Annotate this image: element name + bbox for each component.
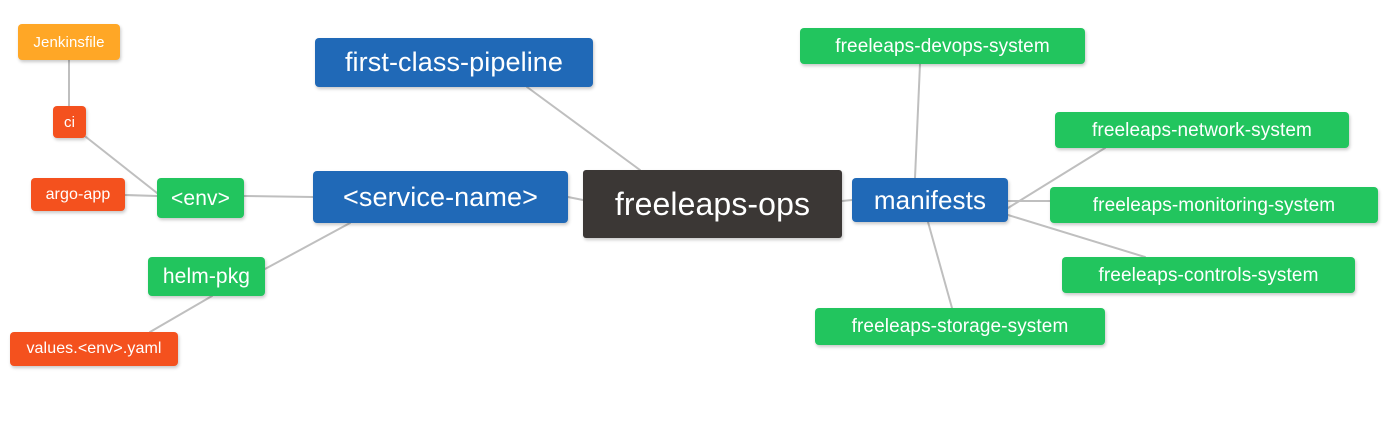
edge-pipeline-to-freeleaps-ops (526, 86, 641, 171)
node-devops[interactable]: freeleaps-devops-system (800, 28, 1085, 64)
node-freeleaps-ops[interactable]: freeleaps-ops (583, 170, 842, 238)
edge-argo-app-to-env (124, 194, 158, 197)
edge-env-to-service-name (243, 195, 314, 198)
node-ci[interactable]: ci (53, 106, 86, 138)
node-argo-app[interactable]: argo-app (31, 178, 125, 211)
node-values-yaml[interactable]: values.<env>.yaml (10, 332, 178, 366)
node-jenkinsfile[interactable]: Jenkinsfile (18, 24, 120, 60)
edge-service-name-to-freeleaps-ops (567, 196, 584, 201)
node-controls[interactable]: freeleaps-controls-system (1062, 257, 1355, 293)
node-pipeline[interactable]: first-class-pipeline (315, 38, 593, 87)
edge-manifests-to-devops (914, 63, 921, 179)
edge-manifests-to-storage (927, 221, 953, 309)
node-manifests[interactable]: manifests (852, 178, 1008, 222)
node-monitoring[interactable]: freeleaps-monitoring-system (1050, 187, 1378, 223)
edge-helm-pkg-to-values-yaml (149, 295, 213, 333)
edge-service-name-to-helm-pkg (264, 222, 351, 270)
edge-freeleaps-ops-to-manifests (841, 199, 853, 202)
node-helm-pkg[interactable]: helm-pkg (148, 257, 265, 296)
node-storage[interactable]: freeleaps-storage-system (815, 308, 1105, 345)
node-service-name[interactable]: <service-name> (313, 171, 568, 223)
node-env[interactable]: <env> (157, 178, 244, 218)
node-network[interactable]: freeleaps-network-system (1055, 112, 1349, 148)
